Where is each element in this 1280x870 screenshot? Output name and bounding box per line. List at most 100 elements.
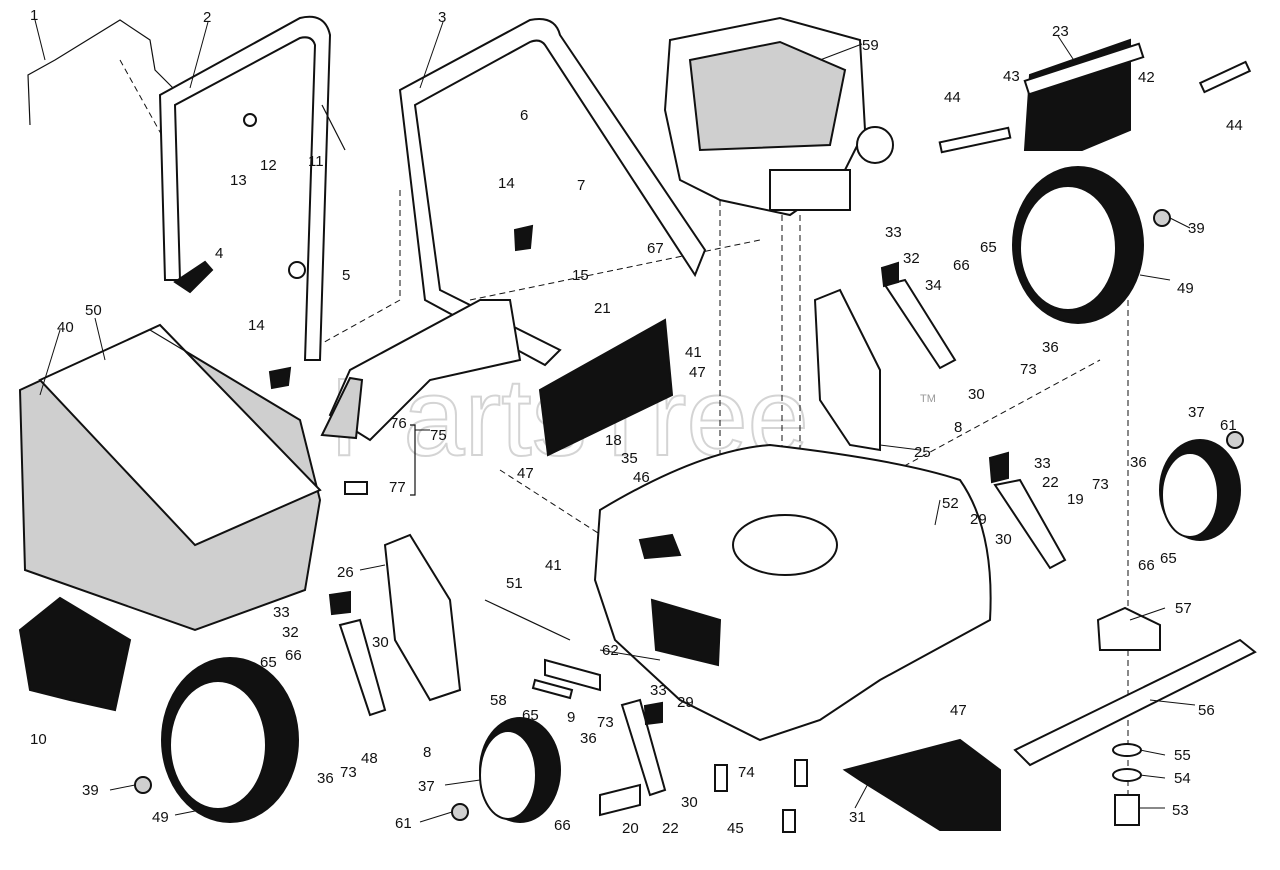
lower-handle <box>398 18 707 367</box>
callout-62: 62 <box>602 642 619 659</box>
blade-adapter <box>1096 606 1161 651</box>
washer-55 <box>1112 743 1142 757</box>
callout-33d: 33 <box>650 682 667 699</box>
callout-66c: 66 <box>285 647 302 664</box>
bolt-45b <box>794 759 808 787</box>
callout-29a: 29 <box>970 511 987 528</box>
flap-rod <box>1023 42 1145 96</box>
callout-43: 43 <box>1003 68 1020 85</box>
rear-axle-51 <box>484 599 571 641</box>
callout-34: 34 <box>925 277 942 294</box>
wheel-49b <box>161 657 299 823</box>
callout-51: 51 <box>506 575 523 592</box>
side-discharge-chute <box>18 596 132 712</box>
bolt-77 <box>344 481 368 495</box>
bracket-20 <box>599 783 641 817</box>
bolt-45a <box>714 764 728 792</box>
bolt-44b <box>1198 60 1252 94</box>
callout-36a: 36 <box>1042 339 1059 356</box>
wheel-37a <box>1159 439 1241 541</box>
callout-26: 26 <box>337 564 354 581</box>
callout-13: 13 <box>230 172 247 189</box>
rear-door-bracket <box>320 376 364 440</box>
engine <box>663 16 894 217</box>
mulch-plug-46 <box>638 533 682 560</box>
callout-59: 59 <box>862 37 879 54</box>
lever-knob-33c <box>328 590 351 616</box>
callout-73d: 73 <box>597 714 614 731</box>
callout-53: 53 <box>1172 802 1189 819</box>
callout-19: 19 <box>1067 491 1084 508</box>
nut-61b <box>451 803 469 821</box>
callout-8b: 8 <box>423 744 431 761</box>
height-adjuster-26 <box>383 533 462 702</box>
callout-36d: 36 <box>580 730 597 747</box>
callout-74: 74 <box>738 764 755 781</box>
callout-29b: 29 <box>677 694 694 711</box>
callout-4: 4 <box>215 245 223 262</box>
callout-15: 15 <box>572 267 589 284</box>
washer-54 <box>1112 768 1142 782</box>
callout-47c: 47 <box>950 702 967 719</box>
grass-bag <box>18 323 322 632</box>
callout-6: 6 <box>520 107 528 124</box>
lever-22a <box>993 478 1067 570</box>
callout-30b: 30 <box>995 531 1012 548</box>
callout-37b: 37 <box>418 778 435 795</box>
mower-deck <box>593 443 992 742</box>
lever-knob-33a <box>880 261 899 288</box>
callout-73b: 73 <box>1092 476 1109 493</box>
callout-10: 10 <box>30 731 47 748</box>
callout-65d: 65 <box>522 707 539 724</box>
watermark-tm: TM <box>920 393 936 405</box>
callout-37a: 37 <box>1188 404 1205 421</box>
callout-66b: 66 <box>1138 557 1155 574</box>
callout-44b: 44 <box>1226 117 1243 134</box>
callout-14a: 14 <box>498 175 515 192</box>
callout-36c: 36 <box>317 770 334 787</box>
callout-73a: 73 <box>1020 361 1037 378</box>
callout-1: 1 <box>30 7 38 24</box>
callout-41a: 41 <box>685 344 702 361</box>
callout-49b: 49 <box>152 809 169 826</box>
callout-23: 23 <box>1052 23 1069 40</box>
nut-39b <box>134 776 152 794</box>
axle-bracket-9 <box>544 658 601 692</box>
nut-39a <box>1153 209 1171 227</box>
callout-33b: 33 <box>1034 455 1051 472</box>
callout-73c: 73 <box>340 764 357 781</box>
callout-65c: 65 <box>260 654 277 671</box>
callout-9: 9 <box>567 709 575 726</box>
lever-22b <box>620 698 667 797</box>
callout-35: 35 <box>621 450 638 467</box>
callout-46: 46 <box>633 469 650 486</box>
callout-41b: 41 <box>545 557 562 574</box>
callout-22b: 22 <box>662 820 679 837</box>
spring-58 <box>531 678 574 700</box>
callout-39b: 39 <box>82 782 99 799</box>
callout-33c: 33 <box>273 604 290 621</box>
nut-61a <box>1226 431 1244 449</box>
callout-45: 45 <box>727 820 744 837</box>
callout-20: 20 <box>622 820 639 837</box>
callout-14b: 14 <box>248 317 265 334</box>
callout-30c: 30 <box>372 634 389 651</box>
callout-52: 52 <box>942 495 959 512</box>
callout-3: 3 <box>438 9 446 26</box>
callout-75: 75 <box>430 427 447 444</box>
callout-47b: 47 <box>517 465 534 482</box>
callout-31: 31 <box>849 809 866 826</box>
bolt-45c <box>782 809 796 833</box>
lever-32b <box>338 618 387 717</box>
wheel-37b <box>479 717 561 823</box>
callout-32b: 32 <box>282 624 299 641</box>
lever-knob-33d <box>643 701 663 726</box>
discharge-opening-62 <box>650 598 722 667</box>
callout-55: 55 <box>1174 747 1191 764</box>
callout-65a: 65 <box>980 239 997 256</box>
callout-58: 58 <box>490 692 507 709</box>
cable-clip-14b <box>513 224 534 252</box>
callout-39a: 39 <box>1188 220 1205 237</box>
upper-handle <box>158 15 332 361</box>
